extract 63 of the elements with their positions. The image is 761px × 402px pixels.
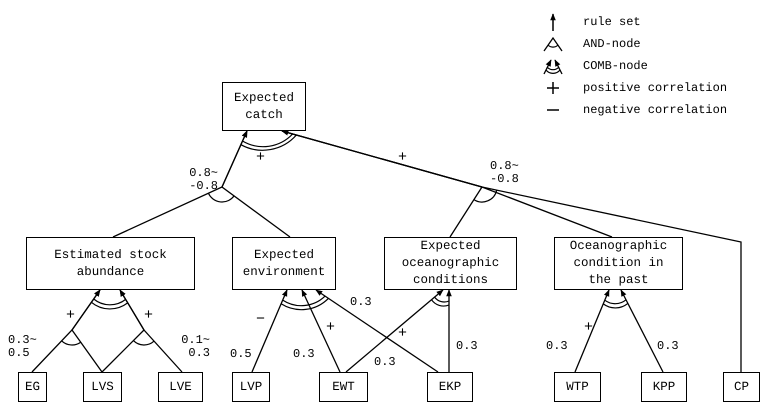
- variable-box: [83, 372, 122, 402]
- edge-label: 0.1~ 0.3: [180, 334, 210, 360]
- node-text: WTP: [566, 378, 589, 396]
- correlation-sign: +: [144, 308, 154, 323]
- arrow: [620, 289, 664, 372]
- arrow: [346, 290, 444, 372]
- node-text: Expected environment: [242, 246, 326, 280]
- variable-box: [723, 372, 760, 402]
- variable-box: [319, 372, 368, 402]
- process-box: [222, 82, 306, 131]
- correlation-sign: +: [66, 308, 76, 323]
- arrow: [315, 289, 438, 373]
- node-text: LVE: [169, 378, 192, 396]
- node-text: Expected oceanographic conditions: [400, 238, 500, 289]
- edge-label: 0.8~ -0.8: [188, 167, 218, 193]
- legend-text: rule set: [583, 15, 641, 29]
- variable-box: [158, 372, 203, 402]
- correlation-sign: +: [256, 150, 266, 165]
- variable-box: [18, 372, 47, 402]
- process-box: [384, 237, 517, 290]
- edge-label: 0.3: [657, 340, 680, 353]
- correlation-sign: +: [398, 150, 408, 165]
- node-text: EKP: [438, 378, 462, 396]
- edge-label: 0.3: [350, 296, 373, 309]
- edge-label: 0.3: [293, 348, 316, 361]
- process-box: [26, 237, 195, 290]
- correlation-sign: +: [398, 326, 408, 341]
- process-box: [232, 237, 336, 290]
- arrow: [281, 130, 742, 372]
- correlation-sign: −: [256, 312, 266, 327]
- node-text: EWT: [332, 378, 355, 396]
- node-text: LVS: [91, 378, 114, 396]
- arrow: [251, 289, 288, 372]
- legend-text: negative correlation: [583, 103, 728, 117]
- variable-box: [232, 372, 270, 402]
- edge-label: 0.5: [230, 348, 253, 361]
- edge-label: 0.3: [456, 340, 479, 353]
- arrow: [301, 289, 341, 372]
- process-box: [554, 237, 683, 290]
- edge-label: 0.3~ 0.5: [8, 334, 38, 360]
- legend-text: AND-node: [583, 37, 641, 51]
- arrow: [221, 130, 290, 238]
- node-text: Estimated stock abundance: [53, 246, 168, 280]
- variable-box: [641, 372, 687, 402]
- node-text: KPP: [652, 378, 676, 396]
- correlation-sign: +: [326, 320, 336, 335]
- node-text: LVP: [240, 378, 262, 396]
- arrow: [574, 289, 610, 372]
- node-text: Oceanographic condition in the past: [568, 238, 668, 289]
- arrow: [119, 289, 182, 372]
- correlation-sign: +: [584, 320, 594, 335]
- legend-text: positive correlation: [583, 81, 728, 95]
- edge-label: 0.3: [374, 356, 397, 369]
- variable-box: [427, 372, 473, 402]
- node-text: CP: [734, 378, 749, 396]
- edge-label: 0.8~ -0.8: [490, 160, 520, 186]
- node-text: Expected catch: [232, 90, 295, 124]
- legend-text: COMB-node: [583, 59, 648, 73]
- arrow: [446, 289, 452, 372]
- arrow: [71, 289, 103, 372]
- node-text: EG: [24, 378, 40, 396]
- variable-box: [554, 372, 601, 402]
- edge-label: 0.3: [546, 340, 569, 353]
